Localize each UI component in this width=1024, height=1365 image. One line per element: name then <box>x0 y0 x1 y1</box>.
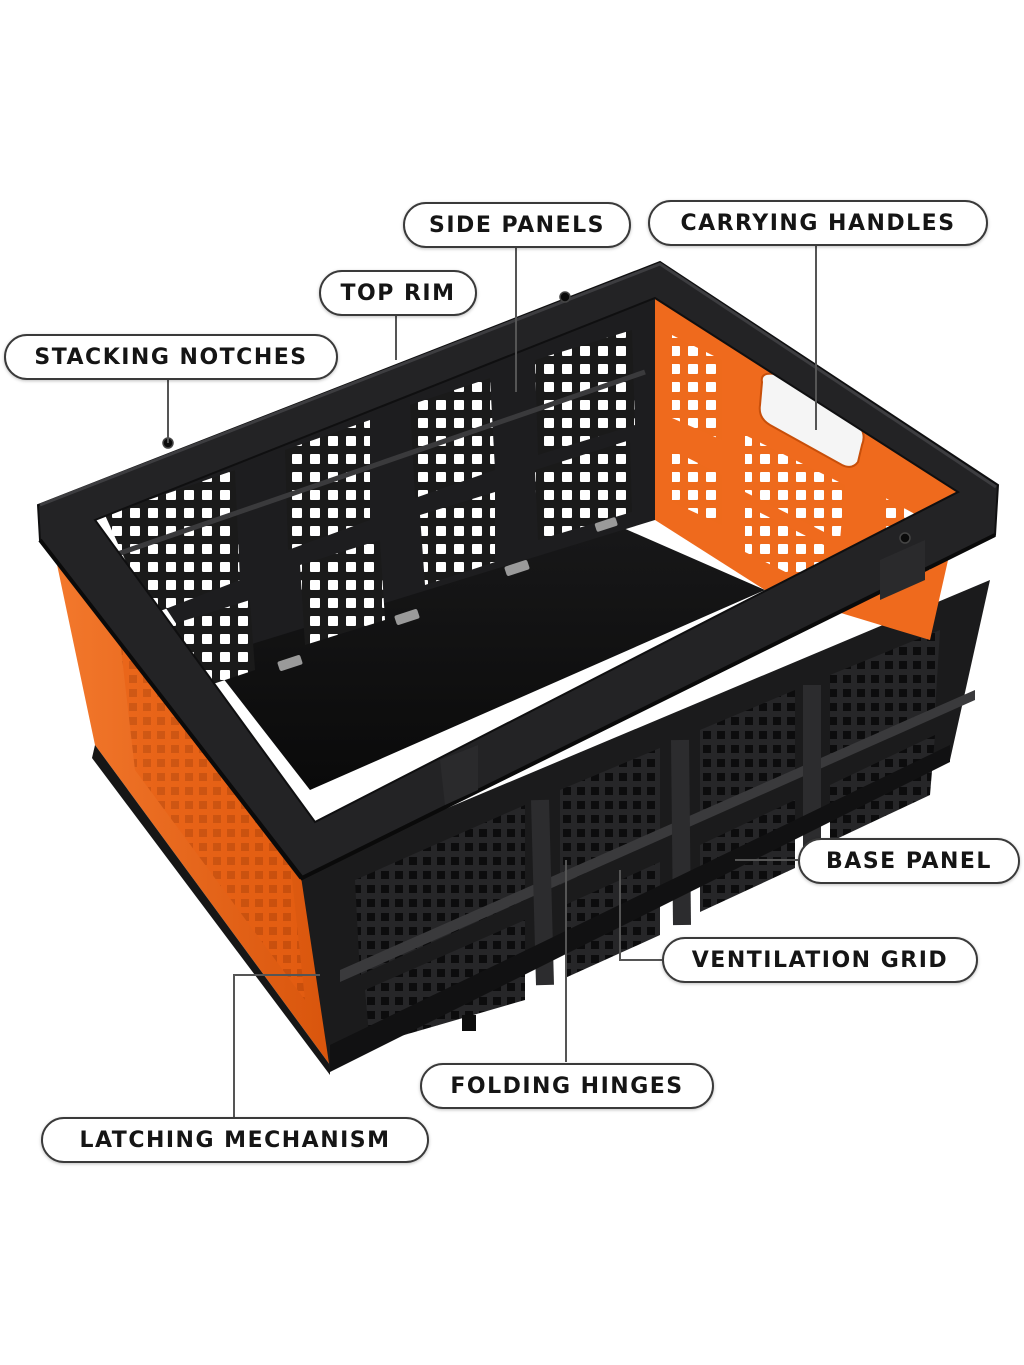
leader-lines <box>167 245 817 1118</box>
right-end-vent-grid-2 <box>745 435 845 540</box>
front-vent-grid-upper-3 <box>700 690 795 820</box>
front-base-rim <box>330 745 950 1072</box>
label-base-panel: BASE PANEL <box>798 838 1020 884</box>
back-panel-grid-7 <box>420 492 495 585</box>
right-end-vent-grid-3 <box>672 450 722 525</box>
front-vent-grid-upper-4 <box>830 630 940 760</box>
back-panel-grid-6 <box>300 540 385 645</box>
back-panel-grid-8 <box>535 440 632 540</box>
crate <box>36 260 1000 1075</box>
leader-ventilation-grid <box>619 870 662 961</box>
left-base-edge <box>92 745 330 1075</box>
label-stacking-notches: STACKING NOTCHES <box>4 334 338 380</box>
left-end-vent-grid <box>120 640 305 1000</box>
label-folding-hinges: FOLDING HINGES <box>420 1063 714 1109</box>
carrying-handle-slot <box>758 372 865 468</box>
front-vent-grid-upper-2 <box>560 748 660 885</box>
interior-floor <box>205 520 765 790</box>
label-latching-mechanism: LATCHING MECHANISM <box>41 1117 429 1163</box>
right-end-vent-grid-1 <box>672 335 722 440</box>
label-top-rim: TOP RIM <box>319 270 477 316</box>
back-panel-grid-2 <box>285 420 370 550</box>
label-side-panels: SIDE PANELS <box>403 202 631 248</box>
label-ventilation-grid: VENTILATION GRID <box>662 937 978 983</box>
front-vent-grid-upper <box>355 805 525 975</box>
leader-latching-mechanism <box>233 974 320 1118</box>
stacking-notch <box>559 291 571 303</box>
stacking-notch <box>899 532 911 544</box>
label-carrying-handles: CARRYING HANDLES <box>648 200 988 246</box>
